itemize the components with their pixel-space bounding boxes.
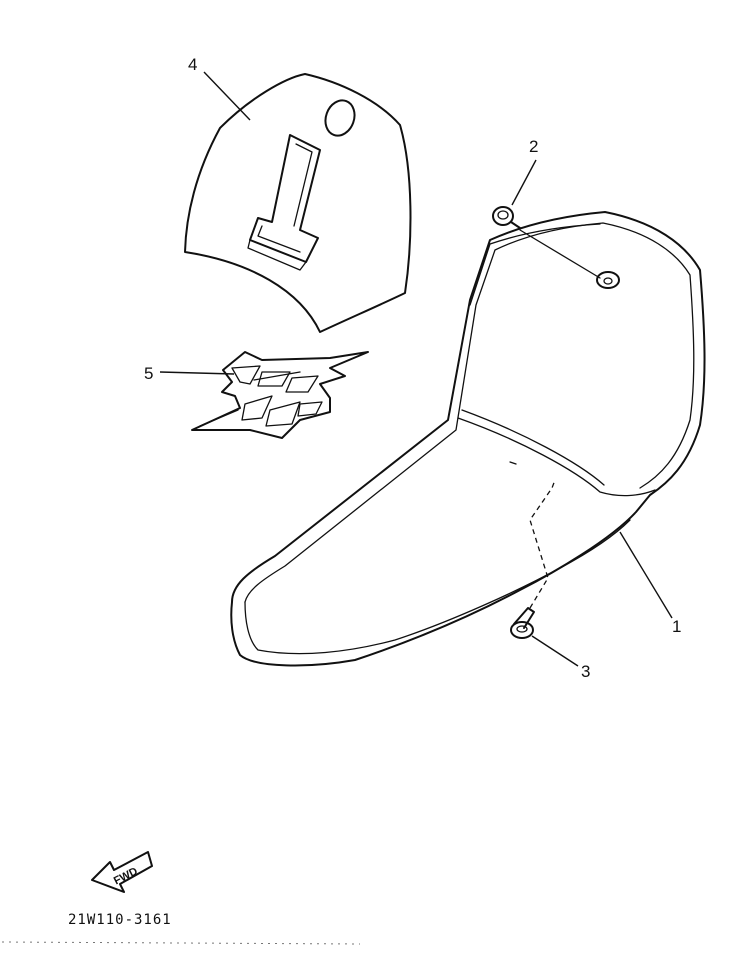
seat[interactable] <box>230 211 706 667</box>
fwd-arrow-icon: FWD <box>91 851 153 893</box>
callout-4: 4 <box>188 55 197 74</box>
leader-line-2 <box>511 159 537 206</box>
leader-line-1 <box>619 531 673 619</box>
callout-5: 5 <box>144 364 153 383</box>
leader-line-4 <box>203 71 251 121</box>
scan-artifact <box>1 941 361 945</box>
leader-line-5 <box>159 371 235 375</box>
seat-mount-bolt[interactable] <box>510 479 556 639</box>
figure-code: 21W110-3161 <box>68 912 172 928</box>
callout-3: 3 <box>581 662 590 681</box>
seat-grommet-bolt[interactable] <box>492 206 601 279</box>
number-plate-decal[interactable] <box>184 73 412 333</box>
leader-line-3 <box>531 635 579 667</box>
callout-2: 2 <box>529 137 538 156</box>
graphic-emblem[interactable] <box>191 351 369 439</box>
callout-1: 1 <box>672 617 681 636</box>
